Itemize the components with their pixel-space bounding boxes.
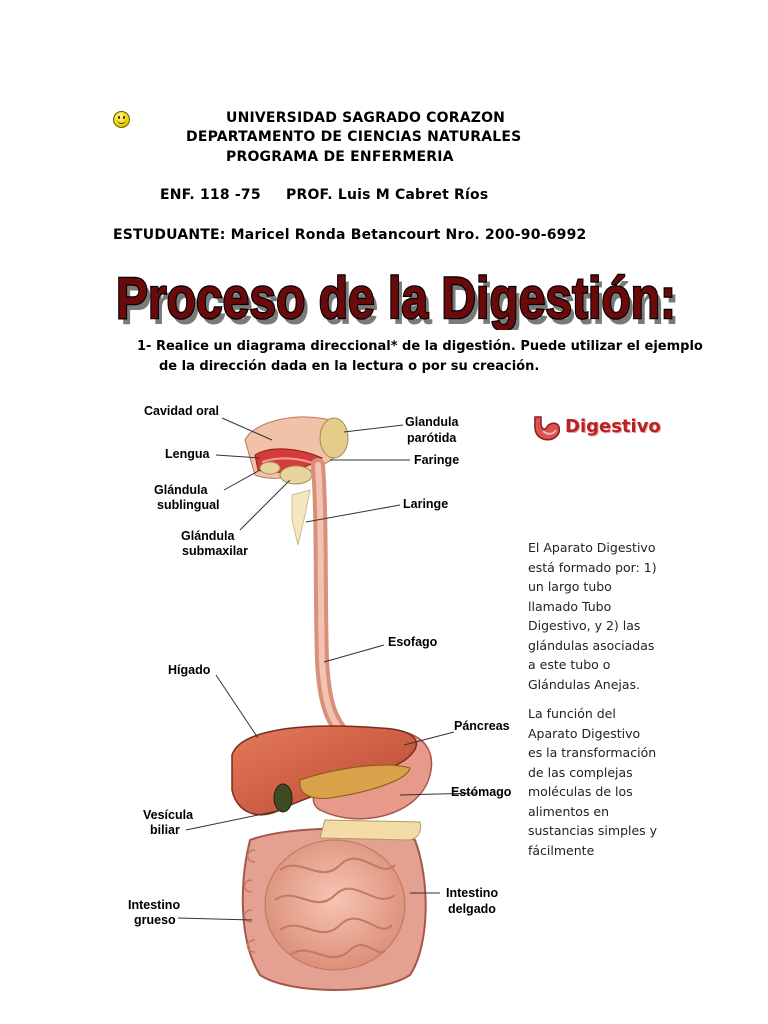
department-name: DEPARTAMENTO DE CIENCIAS NATURALES [186, 129, 522, 145]
instruction-line-1: 1- Realice un diagrama direccional* de l… [137, 339, 703, 354]
page-title-shadow: Proceso de la Digestión: [120, 272, 680, 330]
instruction-line-2: de la dirección dada en la lectura o por… [159, 359, 540, 374]
label-intestino-grueso-1: Intestino [128, 898, 181, 912]
gallbladder [273, 783, 293, 813]
label-lengua: Lengua [165, 447, 210, 461]
label-glandula-submaxilar-2: submaxilar [182, 544, 249, 558]
side-text-paragraph-1: El Aparato Digestivo está formado por: 1… [528, 540, 657, 692]
page-title: Proceso de la Digestión: Proceso de la D… [115, 265, 680, 330]
label-intestino-grueso-2: grueso [134, 913, 176, 927]
label-cavidad-oral: Cavidad oral [144, 404, 220, 418]
label-intestino-delgado-2: delgado [448, 902, 496, 916]
label-glandula-submaxilar-1: Glándula [181, 529, 235, 543]
label-intestino-delgado-1: Intestino [446, 886, 499, 900]
digestivo-badge: Digestivo [529, 413, 661, 445]
label-laringe: Laringe [403, 497, 449, 511]
program-name: PROGRAMA DE ENFERMERIA [226, 149, 454, 165]
course-code: ENF. 118 -75 [160, 187, 261, 203]
small-intestine [264, 839, 406, 971]
smiley-icon [113, 111, 130, 128]
side-text: El Aparato Digestivo está formado por: 1… [528, 538, 658, 870]
label-vesicula-1: Vesícula [143, 808, 194, 822]
pancreas [299, 764, 411, 799]
label-vesicula-2: biliar [150, 823, 180, 837]
side-text-paragraph-2: La función del Aparato Digestivo es la t… [528, 706, 658, 858]
stomach-icon [534, 416, 561, 441]
label-glandula-sublingual-2: sublingual [157, 498, 220, 512]
label-estomago: Estómago [451, 785, 512, 799]
parotid-gland [319, 417, 349, 459]
leader-lines [177, 417, 477, 921]
label-higado: Hígado [168, 663, 211, 677]
digestive-system-illustration [177, 416, 477, 991]
professor-name: PROF. Luis M Cabret Ríos [286, 187, 489, 203]
student-line: ESTUDUANTE: Maricel Ronda Betancourt Nro… [113, 227, 587, 243]
page-title-text: Proceso de la Digestión: [116, 266, 676, 330]
label-glandula-parotida-2: parótida [407, 431, 457, 445]
label-esofago: Esofago [388, 635, 438, 649]
label-glandula-parotida-1: Glandula [405, 415, 459, 429]
digestivo-badge-label: Digestivo [565, 416, 661, 437]
university-name: UNIVERSIDAD SAGRADO CORAZON [226, 110, 506, 126]
larynx [291, 489, 311, 546]
label-glandula-sublingual-1: Glándula [154, 483, 208, 497]
label-pancreas: Páncreas [454, 719, 510, 733]
label-faringe: Faringe [414, 453, 460, 467]
